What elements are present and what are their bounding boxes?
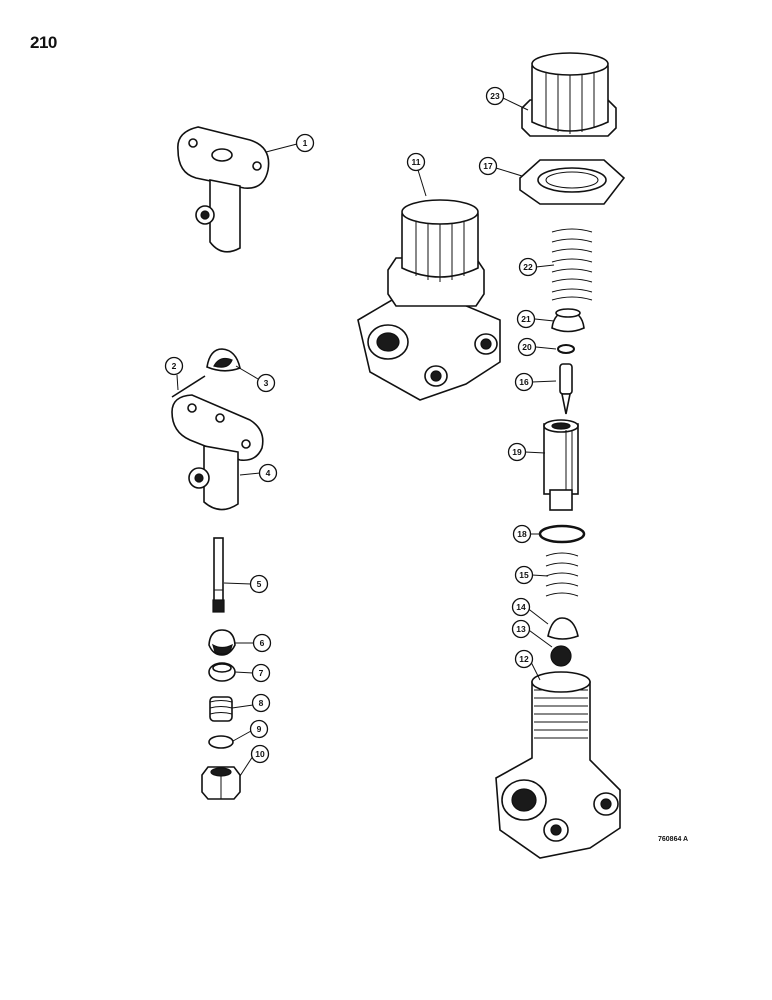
svg-text:2: 2	[172, 361, 177, 371]
svg-text:10: 10	[255, 749, 265, 759]
valve-body-part-12	[495, 671, 621, 859]
svg-text:18: 18	[517, 529, 527, 539]
spring-seat-part-21	[551, 308, 585, 333]
flanged-housing-part-1	[177, 126, 270, 253]
callout-13: 13	[511, 619, 531, 639]
poppet-part-6	[208, 629, 236, 656]
callout-9: 9	[249, 719, 269, 739]
callout-23: 23	[485, 86, 505, 106]
svg-text:5: 5	[257, 579, 262, 589]
callout-5: 5	[249, 574, 269, 594]
svg-text:14: 14	[516, 602, 526, 612]
callout-19: 19	[507, 442, 527, 462]
callout-6: 6	[252, 633, 272, 653]
flanged-housing-part-4	[171, 394, 264, 511]
callout-21: 21	[516, 309, 536, 329]
callout-3: 3	[256, 373, 276, 393]
svg-text:20: 20	[522, 342, 532, 352]
callout-4: 4	[258, 463, 278, 483]
svg-text:21: 21	[521, 314, 531, 324]
svg-text:13: 13	[516, 624, 526, 634]
svg-text:16: 16	[519, 377, 529, 387]
svg-text:23: 23	[490, 91, 500, 101]
callout-10: 10	[250, 744, 270, 764]
callout-14: 14	[511, 597, 531, 617]
o-ring-part-18	[538, 524, 586, 544]
svg-text:12: 12	[519, 654, 529, 664]
ball-part-13	[550, 645, 572, 667]
spring-part-22	[551, 228, 593, 301]
pin-part-2	[171, 375, 206, 398]
svg-text:1: 1	[303, 138, 308, 148]
callout-2: 2	[164, 356, 184, 376]
callout-20: 20	[517, 337, 537, 357]
callout-11: 11	[406, 152, 426, 172]
svg-text:15: 15	[519, 570, 529, 580]
svg-text:11: 11	[412, 157, 421, 167]
pilot-pin-part-16	[559, 363, 573, 415]
lock-nut-part-17	[519, 159, 626, 205]
svg-text:6: 6	[260, 638, 265, 648]
callout-18: 18	[512, 524, 532, 544]
disc-part-9	[208, 735, 234, 749]
o-ring-part-20	[557, 344, 575, 354]
svg-text:3: 3	[264, 378, 269, 388]
callout-16: 16	[514, 372, 534, 392]
ball-seat-part-14	[547, 617, 579, 640]
seat-part-7	[208, 662, 236, 682]
callout-17: 17	[478, 156, 498, 176]
knob-cap-part-23	[521, 52, 617, 137]
relief-valve-assembly-part-11	[357, 199, 501, 401]
spring-part-8	[209, 696, 233, 722]
callout-8: 8	[251, 693, 271, 713]
svg-text:19: 19	[512, 447, 522, 457]
svg-text:17: 17	[483, 161, 493, 171]
drawing-code: 760864 A	[658, 836, 689, 843]
callout-12: 12	[514, 649, 534, 669]
callout-22: 22	[518, 257, 538, 277]
sleeve-part-19	[543, 419, 579, 511]
svg-text:9: 9	[257, 724, 262, 734]
callout-7: 7	[251, 663, 271, 683]
svg-text:22: 22	[523, 262, 533, 272]
svg-text:8: 8	[259, 698, 264, 708]
spring-part-15	[545, 552, 579, 597]
callout-15: 15	[514, 565, 534, 585]
svg-text:7: 7	[259, 668, 264, 678]
svg-text:4: 4	[266, 468, 271, 478]
callout-1: 1	[295, 133, 315, 153]
page-number: 210	[30, 33, 57, 52]
nut-part-10	[201, 766, 241, 800]
cap-part-3	[206, 348, 241, 372]
valve-stem-part-5	[212, 537, 225, 613]
